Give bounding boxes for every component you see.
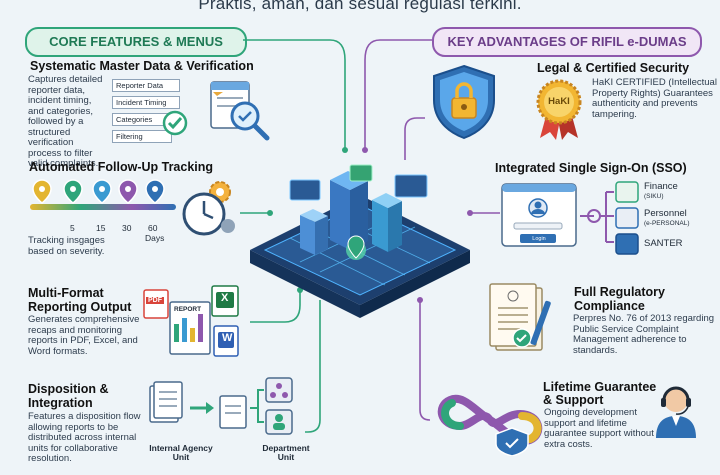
pdf-format-label: PDF <box>146 297 164 304</box>
days-label: Days <box>145 233 165 243</box>
infinity-shield-icon <box>437 394 543 456</box>
feature-3-title: Multi-Format Reporting Output <box>28 286 132 314</box>
feature-1-title: Systematic Master Data & Verification <box>30 59 254 73</box>
sso-finance-sub: (SIKU) <box>644 193 664 200</box>
header-subtitle: Praktis, aman, dan sesuai regulasi terki… <box>198 0 522 13</box>
login-button: Login <box>532 236 546 242</box>
feature-4-description: Features a disposition flow allowing rep… <box>28 411 141 464</box>
department-unit-label: Department Unit <box>262 443 310 462</box>
advantage-1-description: HaKI CERTIFIED (Intellectual Property Ri… <box>592 77 717 120</box>
excel-icon: X <box>221 292 229 304</box>
tag-filtering: Filtering <box>112 130 172 143</box>
report-formats-icon <box>143 285 239 357</box>
support-agent-icon <box>656 386 696 438</box>
feature-2-description: Tracking insgages based on severity. <box>28 235 105 257</box>
advantage-3-title: Full Regulatory Compliance <box>574 285 665 313</box>
key-advantages-heading: KEY ADVANTAGES OF RIFIL e-DUMAS <box>432 27 702 57</box>
magnifier-document-icon <box>210 81 270 141</box>
tag-incident-timing: Incident Timing <box>112 96 180 109</box>
advantage-1-title: Legal & Certified Security <box>537 61 690 75</box>
tag-reporter-data: Reporter Data <box>112 79 180 92</box>
disposition-flow-icon <box>149 377 293 435</box>
central-platform-illustration <box>250 164 470 318</box>
sso-personnel-sub: (e-PERSONAL) <box>644 220 690 227</box>
day-label-30: 30 <box>122 223 132 233</box>
sso-personnel-label: Personnel <box>644 208 687 219</box>
feature-3-description: Generates comprehensive recaps and monit… <box>28 314 140 357</box>
advantage-3-description: Perpres No. 76 of 2013 regarding Public … <box>573 313 715 356</box>
internal-agency-unit-label: Internal Agency Unit <box>149 443 213 462</box>
sso-finance-label: Finance <box>644 181 678 192</box>
feature-1-description: Captures detailed reporter data, inciden… <box>28 74 103 169</box>
checkmark-icon <box>162 110 188 136</box>
haki-certificate-badge-icon <box>536 79 582 140</box>
advantage-4-title: Lifetime Guarantee & Support <box>543 380 657 407</box>
sso-diagram <box>501 181 639 255</box>
sso-santer-label: SANTER <box>644 238 683 249</box>
haki-badge-label: HaKI <box>548 96 570 107</box>
day-label-5: 5 <box>70 223 75 233</box>
verification-form: Reporter Data Incident Timing Categories… <box>112 76 204 144</box>
day-label-15: 15 <box>96 223 106 233</box>
feature-2-title: Automated Follow-Up Tracking <box>29 160 214 174</box>
advantage-2-title: Integrated Single Sign-On (SSO) <box>495 161 687 175</box>
day-label-60: 60 <box>148 223 158 233</box>
security-shield-lock-icon <box>433 64 495 140</box>
word-icon: W <box>222 332 233 344</box>
feature-4-title: Disposition & Integration <box>28 382 109 410</box>
core-features-heading: CORE FEATURES & MENUS <box>25 27 247 57</box>
clock-gear-icon <box>182 181 235 236</box>
regulation-document-icon <box>489 283 551 351</box>
report-label: REPORT <box>174 306 202 313</box>
advantage-4-description: Ongoing development support and lifetime… <box>544 407 654 450</box>
tracking-timeline <box>30 179 176 210</box>
